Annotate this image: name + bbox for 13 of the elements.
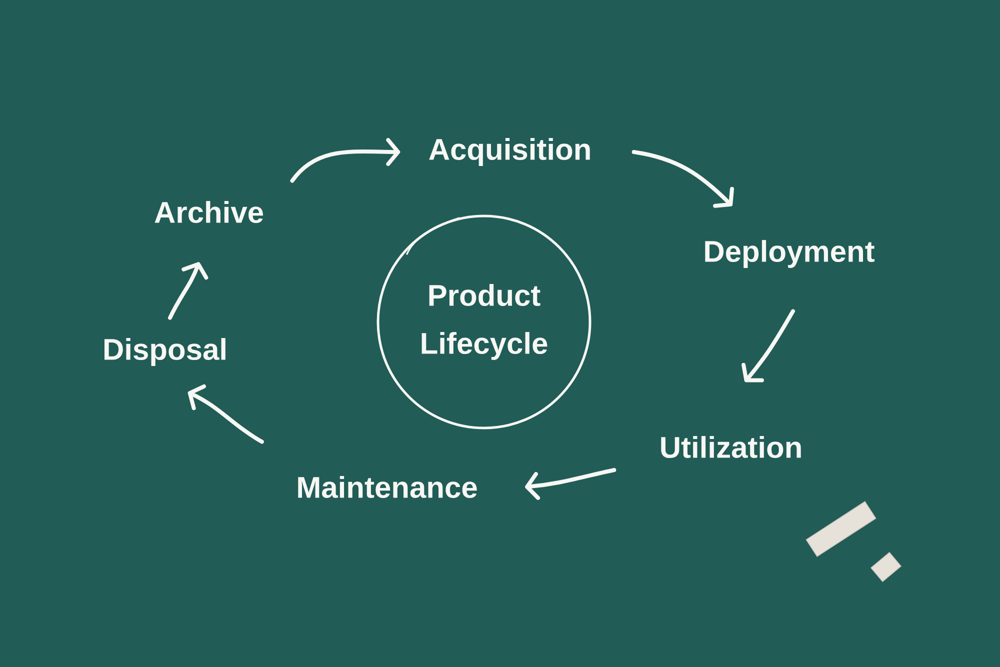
curved-arrow <box>742 309 795 382</box>
curved-arrow <box>188 384 264 444</box>
circled-title: Product Lifecycle <box>376 214 592 430</box>
curved-arrow <box>632 150 734 208</box>
curved-arrow <box>290 138 400 183</box>
stage-label: Utilization <box>661 436 801 458</box>
stage-label: Maintenance <box>298 476 477 498</box>
stage-label: Archive <box>154 201 263 224</box>
curved-arrow <box>168 262 208 320</box>
stage-label: Disposal <box>104 338 226 366</box>
stage-label: Deployment <box>705 240 874 268</box>
stage-label: Acquisition <box>429 138 590 166</box>
curved-arrow <box>525 468 616 500</box>
